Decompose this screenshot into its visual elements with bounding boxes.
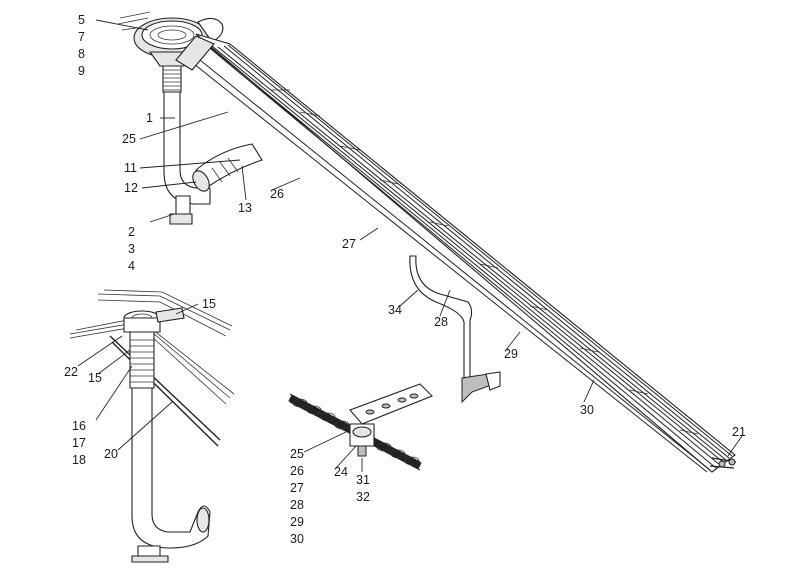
callout-12: 12 — [124, 181, 138, 195]
callout-13: 13 — [238, 201, 252, 215]
callout-30: 30 — [580, 403, 594, 417]
callout-1: 1 — [146, 111, 153, 125]
callout-32: 32 — [356, 490, 370, 504]
callout-7: 7 — [78, 30, 85, 44]
callout-25: 25 — [122, 132, 136, 146]
inlet-hose — [192, 143, 263, 192]
detail-chain-clamp — [288, 383, 433, 471]
leader-lines — [77, 19, 743, 472]
callout-20: 20 — [104, 447, 118, 461]
callout-16: 16 — [72, 419, 86, 433]
callout-21: 21 — [732, 425, 746, 439]
callout-3: 3 — [128, 242, 135, 256]
callout-29: 29 — [504, 347, 518, 361]
detail-distributor-mount — [69, 289, 235, 563]
callout-chain-25: 25 — [290, 447, 304, 461]
callout-15: 15 — [88, 371, 102, 385]
callout-11: 11 — [124, 161, 137, 175]
callout-2: 2 — [128, 225, 135, 239]
callout-labels: 5 7 8 9 1 25 11 12 13 26 27 2 3 4 34 28 … — [64, 13, 746, 546]
tube-boom — [175, 33, 737, 473]
callout-26: 26 — [270, 187, 284, 201]
callout-9: 9 — [78, 64, 85, 78]
callout-chain-30: 30 — [290, 532, 304, 546]
callout-28: 28 — [434, 315, 448, 329]
callout-4: 4 — [128, 259, 135, 273]
callout-22: 22 — [64, 365, 78, 379]
callout-chain-28: 28 — [290, 498, 304, 512]
callout-17: 17 — [72, 436, 86, 450]
callout-18: 18 — [72, 453, 86, 467]
down-pipe — [162, 65, 211, 225]
callout-8: 8 — [78, 47, 85, 61]
callout-chain-29: 29 — [290, 515, 304, 529]
callout-5: 5 — [78, 13, 85, 27]
callout-34: 34 — [388, 303, 402, 317]
coulter-arm — [409, 255, 501, 404]
callout-24: 24 — [334, 465, 348, 479]
callout-chain-27: 27 — [290, 481, 304, 495]
callout-15-top: 15 — [202, 297, 216, 311]
callout-chain-26: 26 — [290, 464, 304, 478]
callout-27: 27 — [342, 237, 356, 251]
callout-31: 31 — [356, 473, 370, 487]
